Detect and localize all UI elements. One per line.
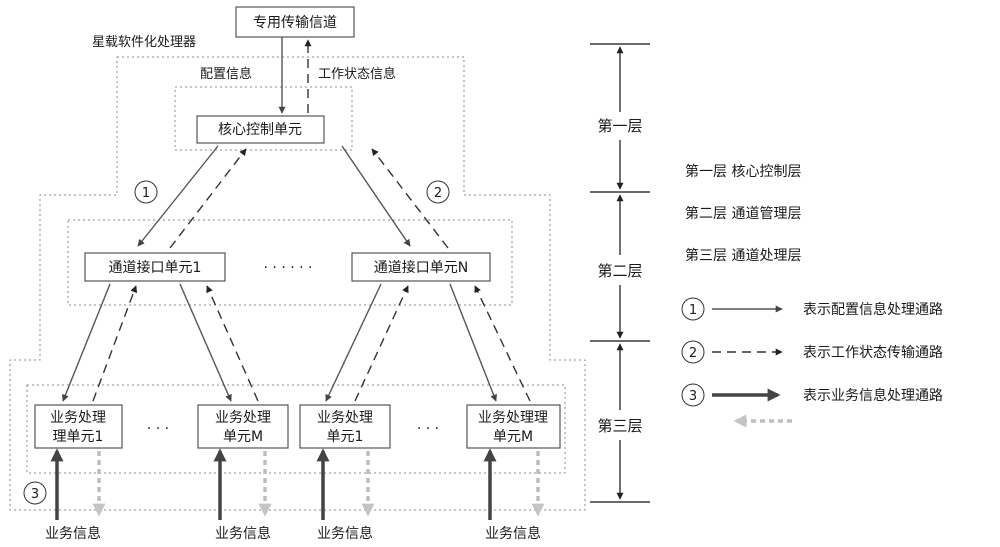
layer-legend-2: 第二层 通道管理层 — [685, 205, 801, 222]
biz-unit-Mb: 业务处理理 单元M — [466, 404, 561, 449]
arrow-bizMb-ifaceN — [474, 285, 531, 402]
ifaceN-label: 通道接口单元N — [374, 259, 468, 276]
arrow-ifaceN-core — [371, 148, 449, 249]
layer3-box — [26, 384, 566, 474]
biz-info-label-2: 业务信息 — [215, 525, 271, 542]
path-legend-3: 3 表示业务信息处理通路 — [681, 383, 943, 428]
iface-ellipsis: · · · · · · — [264, 260, 313, 276]
layer2-box — [67, 219, 513, 306]
work-status-label: 工作状态信息 — [318, 66, 396, 82]
biz-Mb-line1: 业务处理理 — [478, 410, 548, 426]
arrow-biz1a-iface1 — [92, 285, 138, 402]
svg-text:1: 1 — [689, 303, 697, 318]
layer-scale — [590, 43, 650, 503]
svg-text:2: 2 — [434, 186, 442, 201]
path-legend-2: 2 表示工作状态传输通路 — [681, 340, 943, 364]
arrow-core-ifaceN — [341, 145, 411, 247]
svg-text:1: 1 — [142, 186, 150, 201]
arrow-iface1-biz1a — [62, 283, 111, 402]
config-info-label: 配置信息 — [200, 66, 252, 82]
iface1-label: 通道接口单元1 — [109, 259, 202, 276]
biz-unit-1a: 业务处理 理单元1 — [34, 404, 123, 449]
ifaceN-node: 通道接口单元N — [351, 252, 491, 282]
arrow-bizMa-iface1 — [206, 285, 259, 402]
path-legend-1: 1 表示配置信息处理通路 — [681, 297, 943, 321]
arrow-core-iface1 — [137, 145, 219, 247]
layer-legend-3: 第三层 通道处理层 — [685, 247, 801, 264]
processor-label: 星载软件化处理器 — [92, 35, 196, 50]
biz-Ma-line1: 业务处理 — [215, 410, 271, 426]
svg-text:3: 3 — [31, 487, 39, 502]
biz-info-label-3: 业务信息 — [317, 525, 373, 542]
scale-layer3: 第三层 — [597, 417, 642, 435]
biz-ellipsis-left: · · · — [147, 421, 169, 437]
path-legend-2-text: 表示工作状态传输通路 — [803, 345, 943, 361]
biz-info-label-4: 业务信息 — [485, 525, 541, 542]
iface1-node: 通道接口单元1 — [84, 252, 226, 282]
arrow-ifaceN-bizMb — [449, 283, 497, 402]
arrow-iface1-core — [169, 148, 247, 249]
scale-layer1: 第一层 — [597, 117, 642, 135]
arrow-biz1b-ifaceN — [354, 285, 409, 402]
svg-text:2: 2 — [689, 346, 697, 361]
biz-1b-line1: 业务处理 — [317, 410, 373, 426]
channel-label: 专用传输信道 — [253, 15, 337, 31]
arrow-ifaceN-biz1b — [325, 283, 382, 402]
biz-1a-line1: 业务处理 — [50, 410, 106, 426]
biz-Ma-line2: 单元M — [223, 429, 263, 445]
scale-layer2: 第二层 — [597, 262, 642, 280]
core-label: 核心控制单元 — [218, 122, 302, 138]
circle-marker-2: 2 — [426, 180, 450, 204]
outer-boundary — [9, 56, 586, 511]
svg-text:3: 3 — [689, 389, 697, 404]
biz-info-label-1: 业务信息 — [45, 525, 101, 542]
circle-marker-3: 3 — [23, 481, 47, 505]
biz-ellipsis-right: · · · — [417, 421, 439, 437]
circle-marker-1: 1 — [134, 180, 158, 204]
path-legend-3-text: 表示业务信息处理通路 — [803, 387, 943, 404]
biz-unit-Ma: 业务处理 单元M — [197, 404, 289, 449]
biz-unit-1b: 业务处理 单元1 — [299, 404, 391, 449]
biz-1b-line2: 单元1 — [327, 429, 364, 445]
core-node: 核心控制单元 — [196, 115, 325, 144]
channel-node: 专用传输信道 — [235, 6, 355, 38]
arrow-iface1-bizMa — [179, 283, 232, 402]
layer-legend-1: 第一层 核心控制层 — [685, 163, 801, 180]
biz-1a-line2: 理单元1 — [53, 429, 104, 445]
path-legend-1-text: 表示配置信息处理通路 — [803, 301, 943, 318]
biz-Mb-line2: 单元M — [493, 429, 533, 445]
